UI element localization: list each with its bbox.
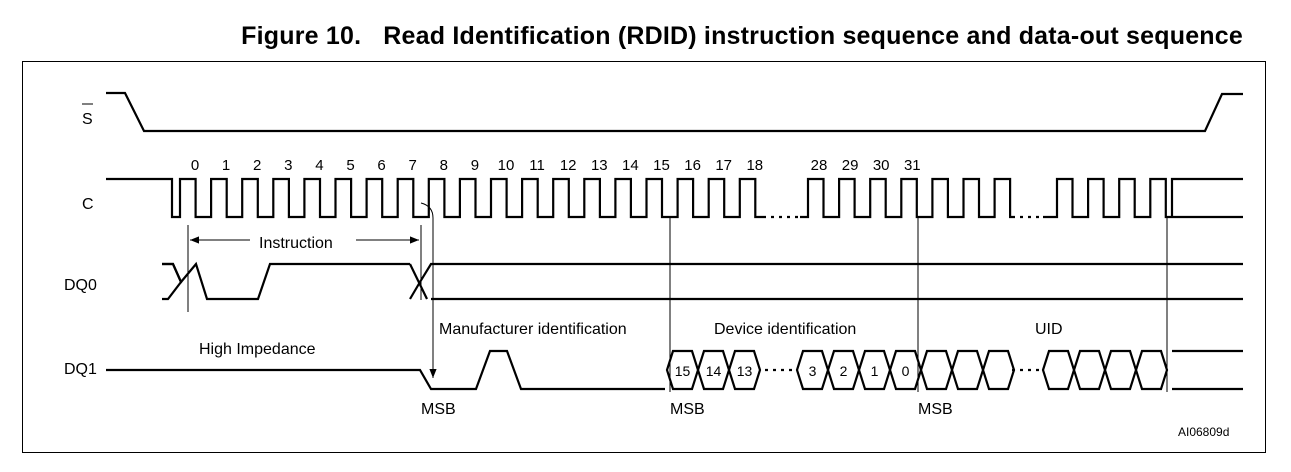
figure-title: Figure 10. Read Identification (RDID) ins… bbox=[241, 22, 1243, 51]
svg-text:S: S bbox=[82, 111, 93, 128]
dq0-waveform bbox=[162, 261, 1243, 301]
device-id-bits-msb: 15 14 13 bbox=[675, 363, 753, 379]
device-id-bit-15: 15 bbox=[675, 363, 691, 379]
clock-tick-13: 13 bbox=[591, 157, 608, 174]
device-id-bits-lsb: 3 2 1 0 bbox=[809, 363, 910, 379]
clock-tick-6: 6 bbox=[377, 157, 385, 174]
signal-c-label: C bbox=[82, 196, 94, 213]
clock-tick-14: 14 bbox=[622, 157, 639, 174]
device-id-bit-1: 1 bbox=[871, 363, 879, 379]
clock-tick-8: 8 bbox=[440, 157, 448, 174]
clock-to-data-arc bbox=[420, 202, 434, 219]
clock-tick-15: 15 bbox=[653, 157, 670, 174]
clock-tick-12: 12 bbox=[560, 157, 577, 174]
signal-dq1-label: DQ1 bbox=[64, 361, 97, 378]
clock-tick-11: 11 bbox=[529, 157, 545, 174]
clock-tick-18: 18 bbox=[746, 157, 763, 174]
device-id-bit-13: 13 bbox=[737, 363, 753, 379]
clock-tick-7: 7 bbox=[409, 157, 417, 174]
clock-tick-2: 2 bbox=[253, 157, 261, 174]
clock-tick-1: 1 bbox=[222, 157, 230, 174]
clock-tick-5: 5 bbox=[346, 157, 354, 174]
clock-tick-16: 16 bbox=[684, 157, 701, 174]
figure-caption: Read Identification (RDID) instruction s… bbox=[383, 22, 1243, 50]
dq1-waveform bbox=[106, 349, 1243, 391]
uid-label: UID bbox=[1035, 321, 1063, 338]
high-impedance-label: High Impedance bbox=[199, 341, 316, 358]
clock-tick-10: 10 bbox=[498, 157, 515, 174]
msb-label-uid: MSB bbox=[918, 401, 953, 418]
figure-number: Figure 10. bbox=[241, 22, 362, 50]
clock-tick-0: 0 bbox=[191, 157, 199, 174]
msb-label-device: MSB bbox=[670, 401, 705, 418]
clock-tick-31: 31 bbox=[904, 157, 921, 174]
clock-tick-17: 17 bbox=[715, 157, 732, 174]
device-id-bit-14: 14 bbox=[706, 363, 722, 379]
clock-tick-28: 28 bbox=[811, 157, 828, 174]
manufacturer-id-label: Manufacturer identification bbox=[439, 321, 627, 338]
clock-tick-labels-b: 28 29 30 31 bbox=[811, 157, 921, 174]
device-id-bit-0: 0 bbox=[902, 363, 910, 379]
device-id-bit-3: 3 bbox=[809, 363, 817, 379]
signal-dq0-label: DQ0 bbox=[64, 277, 97, 294]
device-id-label: Device identification bbox=[714, 321, 856, 338]
diagram-frame bbox=[22, 61, 1266, 453]
instruction-label: Instruction bbox=[259, 235, 333, 252]
signal-s-label: S bbox=[82, 103, 93, 128]
clock-waveform bbox=[106, 177, 1243, 219]
s-waveform bbox=[106, 91, 1243, 133]
clock-tick-30: 30 bbox=[873, 157, 890, 174]
clock-tick-4: 4 bbox=[315, 157, 323, 174]
msb-label-manufacturer: MSB bbox=[421, 401, 456, 418]
figure-code: AI06809d bbox=[1178, 425, 1229, 439]
device-id-bit-2: 2 bbox=[840, 363, 848, 379]
clock-tick-9: 9 bbox=[471, 157, 479, 174]
clock-tick-3: 3 bbox=[284, 157, 292, 174]
clock-tick-29: 29 bbox=[842, 157, 859, 174]
